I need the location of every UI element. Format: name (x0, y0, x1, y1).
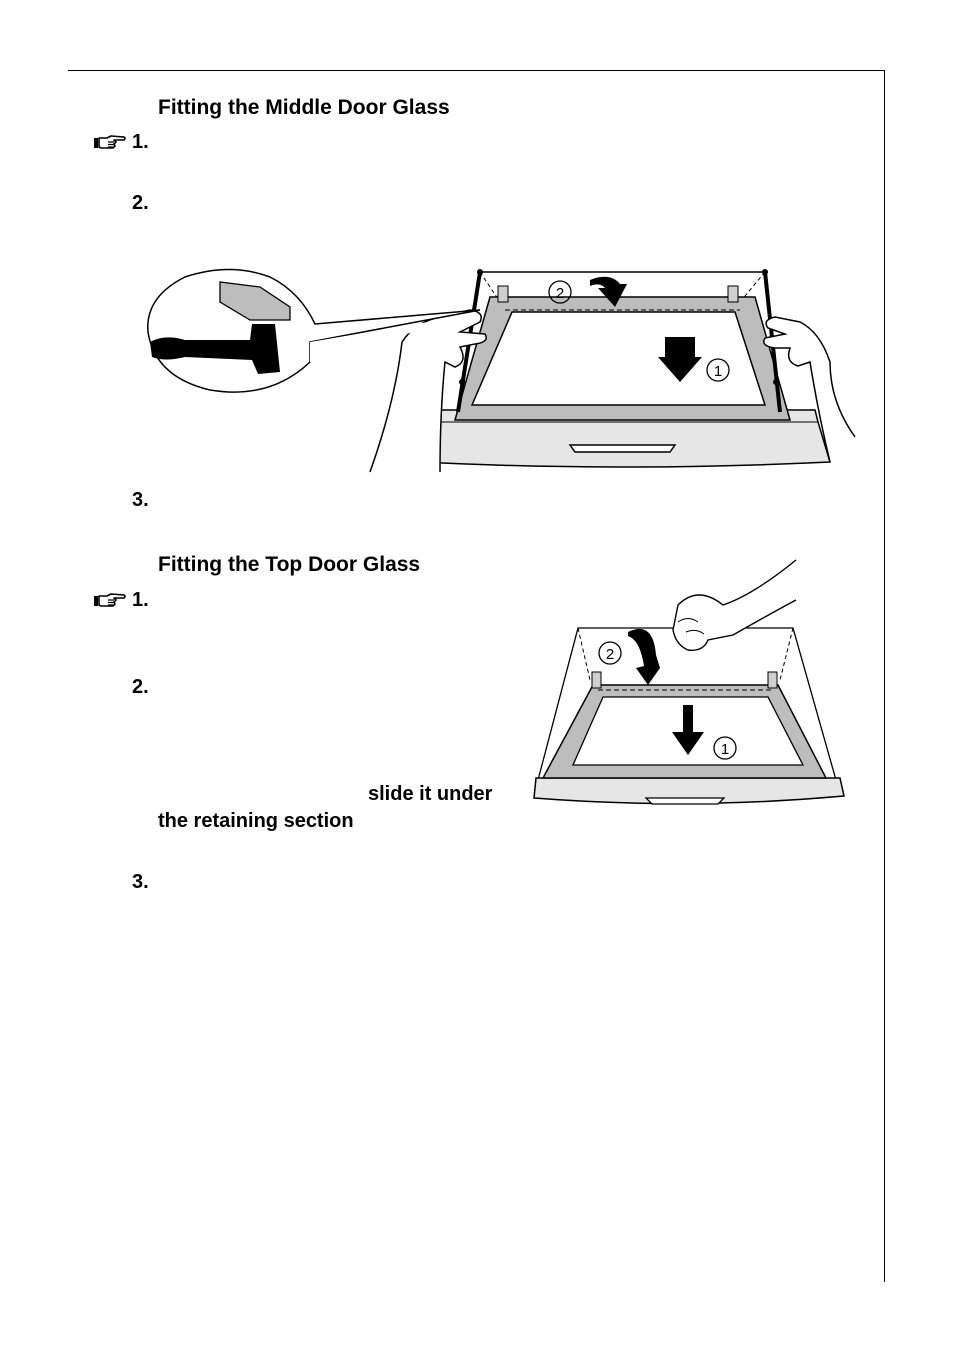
step-2-number-top: 2. (132, 676, 149, 698)
step-3-number: 3. (132, 489, 149, 511)
step-2-number: 2. (132, 192, 149, 214)
step-1-number: 1. (132, 131, 149, 153)
emphasis-retaining-section: the retaining section (158, 810, 354, 832)
top-glass-illustration: 2 1 (533, 559, 845, 805)
emphasis-slide-under: slide it under (368, 783, 493, 805)
right-rule (884, 70, 885, 1282)
heading-top-door-glass: Fitting the Top Door Glass (158, 553, 421, 576)
label-2-top: 2 (606, 646, 614, 663)
heading-middle-door-glass: Fitting the Middle Door Glass (158, 96, 450, 119)
middle-glass-illustration: 2 1 (147, 268, 856, 473)
label-1-top: 1 (721, 741, 729, 758)
label-1: 1 (714, 363, 722, 380)
step-3-number-top: 3. (132, 871, 149, 893)
pointing-hand-icon (94, 593, 126, 607)
top-rule (68, 70, 885, 71)
step-1-number-top: 1. (132, 589, 149, 611)
label-2: 2 (556, 285, 564, 302)
pointing-hand-icon (94, 135, 126, 149)
